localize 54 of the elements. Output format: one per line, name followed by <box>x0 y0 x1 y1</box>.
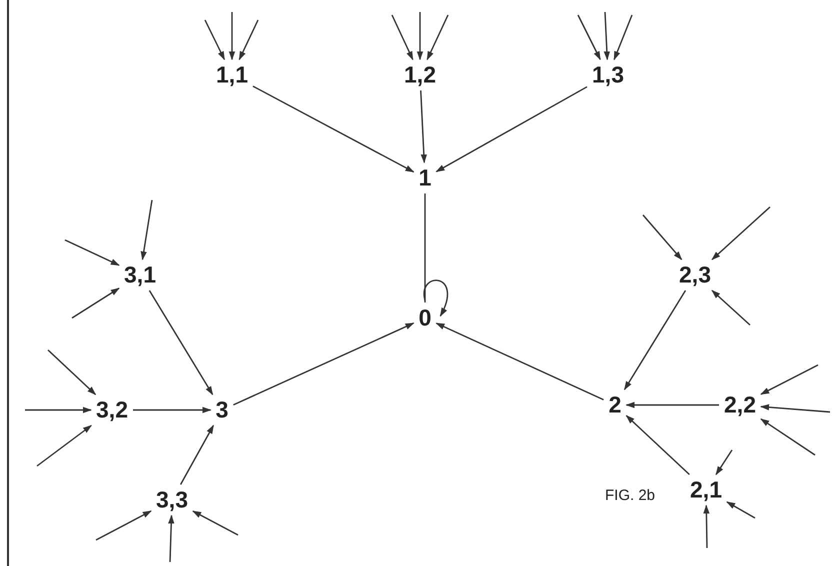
arrow <box>233 322 414 406</box>
arrow <box>711 290 750 326</box>
arrow <box>391 14 414 60</box>
node-label: 2,3 <box>677 262 713 288</box>
arrow <box>614 14 633 60</box>
arrow <box>192 510 238 536</box>
arrow <box>626 415 690 476</box>
arrow <box>426 14 449 60</box>
node-label: 0 <box>416 306 434 330</box>
node-label: 1,2 <box>402 62 438 88</box>
arrow <box>72 288 120 319</box>
arrow <box>48 349 96 396</box>
arrow <box>420 90 427 164</box>
arrow <box>642 214 682 260</box>
arrow <box>228 12 236 60</box>
arrow <box>64 239 120 266</box>
arrow <box>703 504 710 548</box>
arrow <box>760 418 816 456</box>
arrow <box>238 20 259 60</box>
arrow <box>148 290 214 396</box>
arrow <box>711 206 770 260</box>
arrow <box>96 510 152 541</box>
arrow <box>36 424 92 467</box>
arrow <box>626 402 719 408</box>
arrow <box>252 86 414 173</box>
arrow <box>204 20 226 60</box>
arrow <box>180 424 214 485</box>
arrow <box>760 364 818 395</box>
arrow <box>436 86 588 172</box>
arrow <box>133 406 212 414</box>
arrow <box>25 406 92 414</box>
arrow <box>715 450 733 476</box>
arrow <box>416 12 424 60</box>
arrow <box>577 14 601 60</box>
arrow <box>624 290 686 390</box>
node-label: 3 <box>214 398 230 422</box>
arrow <box>604 12 610 60</box>
arrow <box>424 280 448 317</box>
node-label: 3,3 <box>154 488 190 512</box>
figure-label: FIG. 2b <box>605 487 656 504</box>
arrow <box>140 200 153 260</box>
node-label: 3,2 <box>94 398 130 422</box>
connector-line <box>424 194 426 302</box>
arrow <box>760 404 830 413</box>
node-label: 2 <box>606 392 624 418</box>
node-label: 1,1 <box>214 62 250 88</box>
arrow <box>168 514 174 562</box>
node-label: 2,1 <box>688 478 724 502</box>
node-label: 1 <box>416 166 434 190</box>
arrow <box>436 322 604 400</box>
node-label: 3,1 <box>122 262 158 288</box>
node-label: 1,3 <box>590 62 626 88</box>
node-label: 2,2 <box>722 392 758 418</box>
arrow <box>726 501 756 519</box>
